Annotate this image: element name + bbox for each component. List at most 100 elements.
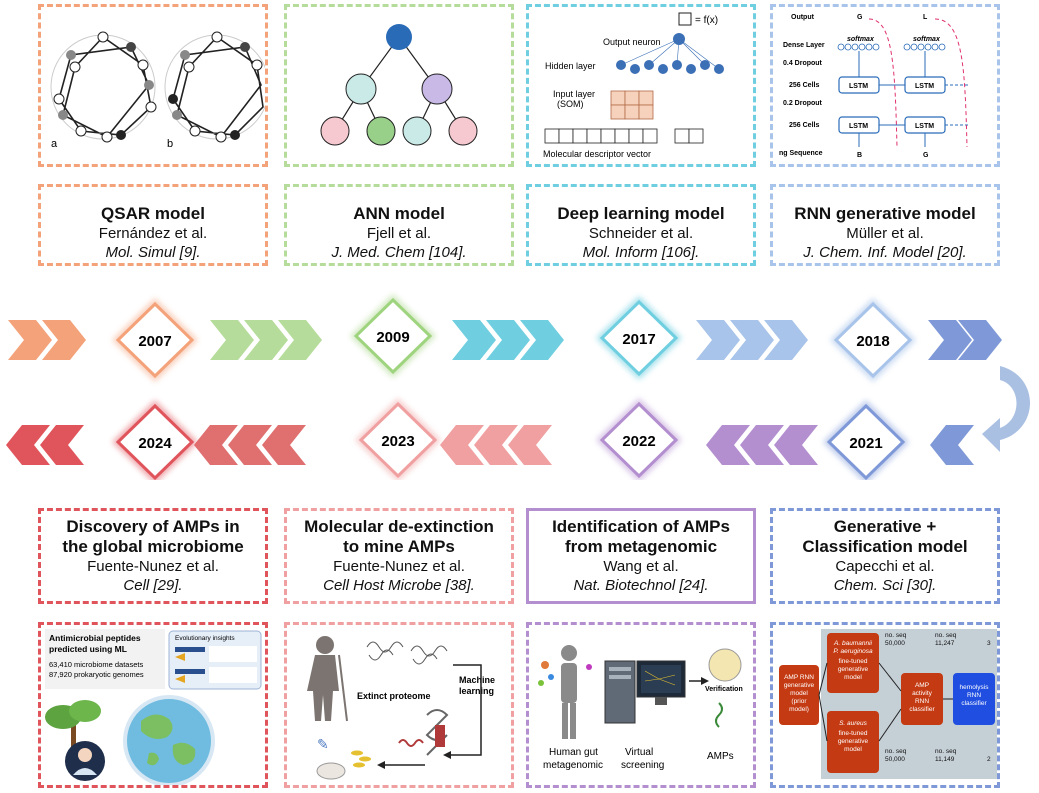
event-2009-label: ANN model Fjell et al. J. Med. Chem [104… [284,184,514,266]
event-title-line2: Classification model [802,537,968,556]
flow-arrow [451,664,482,756]
event-journal: Mol. Simul [9]. [105,244,201,261]
chevrons-red [6,425,84,465]
chevrons-blue-bottom [930,425,974,465]
fine-tuned-top-box: A. baumannii P. aeruginosa fine-tuned ge… [827,633,879,693]
svg-text:generative: generative [838,738,869,745]
rnn-out-l: L [923,14,928,21]
microbiome-heading-1: Antimicrobial peptides [49,633,141,643]
rnn-in-g: G [923,152,929,159]
year-diamond-2017: 2017 [596,296,682,380]
flow-connectors [818,662,953,742]
year-diamond-2007: 2007 [112,298,198,382]
year-label: 2021 [849,435,882,452]
svg-text:fine-tuned: fine-tuned [839,730,868,737]
svg-text:(prior: (prior [791,698,807,705]
rnn-cells1-label: 256 Cells [789,82,819,89]
chevrons-blue-top [928,320,1002,360]
svg-text:P. aeruginosa: P. aeruginosa [833,648,873,655]
year-label: 2009 [376,329,409,346]
verification-label: Verification [705,686,743,693]
bacteria-icons [351,750,371,768]
svg-text:classifier: classifier [909,706,935,713]
event-author: Fuente-Nunez et al. [87,558,219,575]
event-author: Fjell et al. [366,225,432,242]
rnn-sequence-label: ng Sequence [779,150,823,157]
svg-text:S. aureus: S. aureus [839,720,868,727]
svg-text:RNN: RNN [915,698,929,705]
event-journal: Mol. Inform [106]. [582,244,700,261]
year-label: 2018 [856,333,889,350]
ann-hidden-node-2 [421,73,453,105]
svg-text:3: 3 [987,640,991,647]
svg-text:A. baumannii: A. baumannii [833,640,872,647]
ann-output-node [386,24,412,50]
year-label: 2017 [622,331,655,348]
lstm-label-1: LSTM [849,83,868,90]
hidden-layer-label: Hidden layer [545,61,596,71]
year-diamond-2023: 2023 [355,398,441,480]
microbiome-stat-1: 63,410 microbiome datasets [49,660,143,669]
svg-text:11,247: 11,247 [935,640,955,647]
output-neuron-label: Output neuron [603,37,661,47]
event-journal: Cell [29]. [123,577,183,594]
event-author: Fernández et al. [98,225,208,242]
event-author: Fuente-Nunez et al. [333,558,465,575]
deep-learning-illustration-panel: = f(x) Output neuron Hidden layer Input … [526,4,756,167]
ann-hidden-node-1 [345,73,377,105]
year-diamond-2022: 2022 [596,398,682,480]
feedback-arrow-1 [868,18,898,148]
event-2023-label: Molecular de-extinction to mine AMPs Fue… [284,508,514,604]
event-2007-label: QSAR model Fernández et al. Mol. Simul [… [38,184,268,266]
event-title-line1: Generative + [833,517,937,536]
descriptor-label: Molecular descriptor vector [543,149,651,159]
rnn-in-b: B [857,152,862,159]
event-2024-label: Discovery of AMPs in the global microbio… [38,508,268,604]
helical-wheel-a [50,31,157,143]
human-figure-icon [561,645,577,739]
svg-text:no. seq: no. seq [885,748,907,755]
event-title-line1: Identification of AMPs [552,517,730,536]
gut-label-2: metagenomic [543,760,603,771]
event-journal: J. Med. Chem [104]. [331,244,467,261]
som-grid [610,90,654,120]
year-diamond-2021: 2021 [823,400,909,480]
svg-text:generative: generative [784,682,815,689]
ann-input-node-3 [402,116,432,146]
generative-classification-illustration-panel: AMP RNN generative model (prior model) A… [770,622,1000,788]
amp-activity-classifier-box: AMP activity RNN classifier [901,673,943,725]
rnn-out-g: G [857,14,863,21]
svg-text:model): model) [789,706,809,713]
continents [141,714,196,766]
hidden-neurons [616,60,724,74]
globe-icon [123,695,215,785]
descriptor-vector [544,128,704,144]
neanderthal-figure [307,636,348,722]
input-layer-label: Input layer [553,89,595,99]
event-title-line2: the global microbiome [62,537,244,556]
protein-structures [366,641,448,665]
amps-label: AMPs [707,751,734,762]
year-label: 2024 [138,435,172,452]
svg-text:no. seq: no. seq [935,748,957,755]
year-label: 2022 [622,433,655,450]
event-2021-label: Generative + Classification model Capecc… [770,508,1000,604]
svg-text:model: model [844,746,862,753]
svg-text:model: model [844,674,862,681]
ann-input-node-4 [448,116,478,146]
year-diamond-2009: 2009 [350,294,436,378]
event-2017-label: Deep learning model Schneider et al. Mol… [526,184,756,266]
wheel-label-b: b [167,138,173,150]
svg-text:2: 2 [987,756,991,763]
svg-text:no. seq: no. seq [885,632,907,639]
chevrons-salmon [194,425,306,465]
timeline-turn-arrow [982,366,1030,452]
mouse-icon [316,762,346,780]
rnn-output-label: Output [791,14,815,21]
event-2022-label: Identification of AMPs from metagenomic … [526,508,756,604]
chevrons-orange [8,320,86,360]
insight-arrows [175,646,257,683]
svg-text:activity: activity [912,690,933,697]
microbiome-heading-2: predicted using ML [49,644,127,654]
vs-label-2: screening [621,760,664,771]
